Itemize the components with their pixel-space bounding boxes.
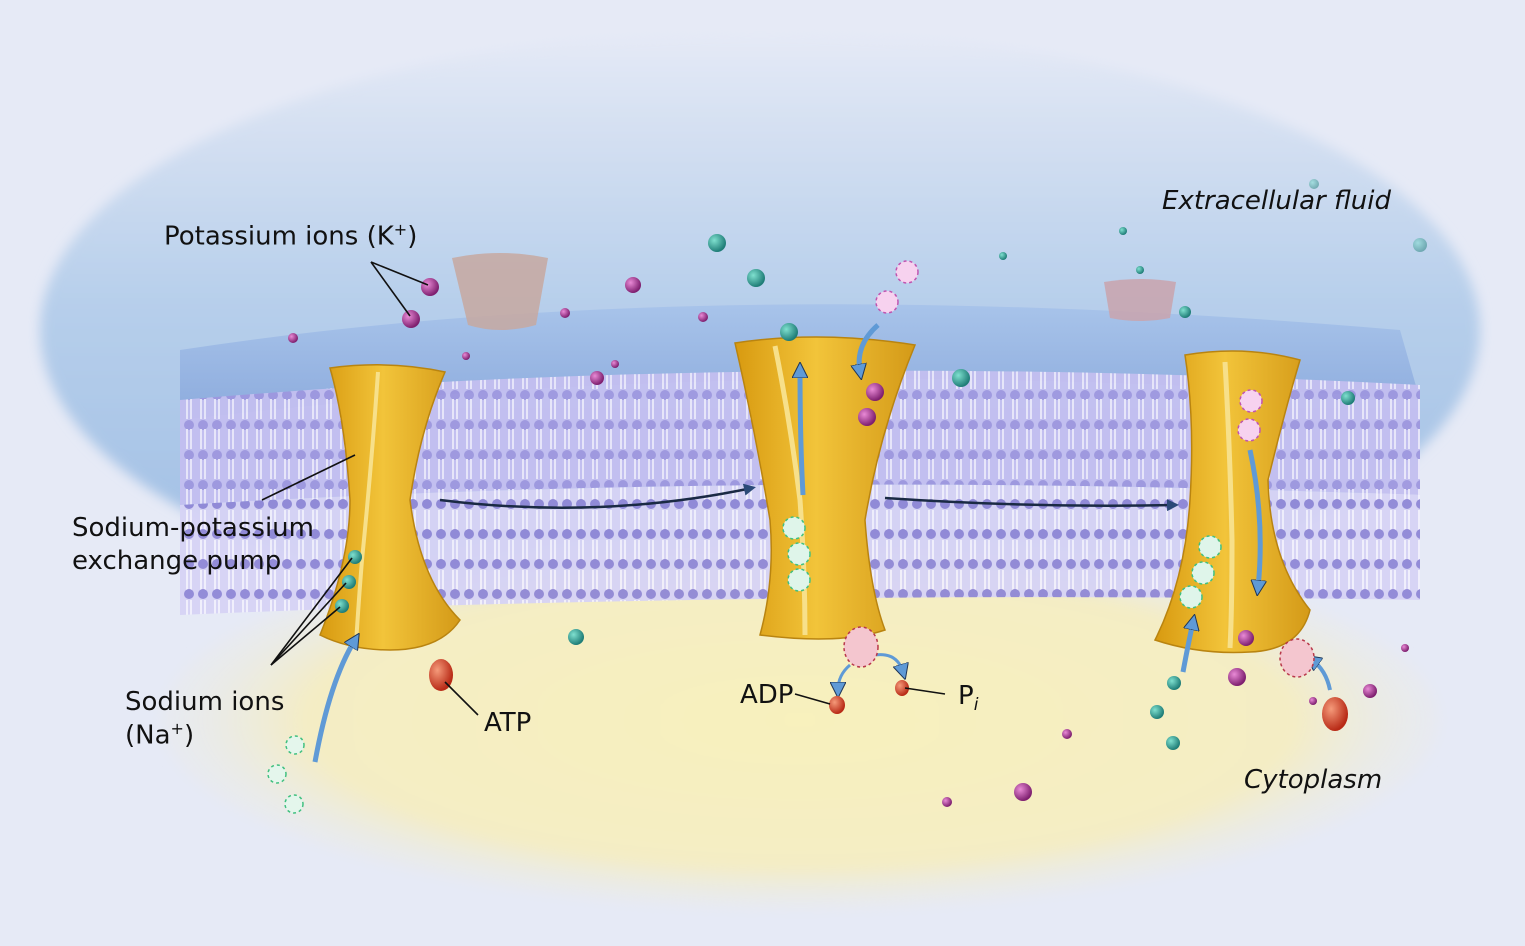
channel-protein-right bbox=[1104, 279, 1176, 321]
phosphate-label-sub: i bbox=[973, 695, 979, 716]
cytoplasm-region bbox=[160, 530, 1440, 910]
binding-sites bbox=[267, 260, 1315, 814]
sodium-label-line1: Sodium ions bbox=[125, 687, 285, 717]
pump-label-line1: Sodium-potassium bbox=[72, 513, 314, 543]
phosphate-label: Pi bbox=[958, 680, 978, 716]
sodium-binding-arrow bbox=[1180, 622, 1193, 673]
sodium-label-close: ) bbox=[183, 720, 195, 751]
pump-label: Sodium-potassium exchange pump bbox=[72, 512, 314, 577]
potassium-entry-arrow bbox=[859, 323, 880, 372]
leader-lines bbox=[261, 261, 946, 716]
sodium-ions-label: Sodium ions (Na+) bbox=[125, 686, 284, 752]
pump-label-line2: exchange pump bbox=[72, 545, 282, 576]
sodium-exit-arrow bbox=[800, 370, 803, 496]
potassium-label-sup: + bbox=[393, 220, 408, 239]
potassium-label-close: ) bbox=[407, 221, 418, 252]
phosphate-label-main: P bbox=[958, 681, 974, 711]
adp-release-arrow bbox=[838, 663, 851, 690]
atp-label: ATP bbox=[484, 708, 532, 738]
phosphate-molecule bbox=[895, 680, 909, 696]
adp-molecule bbox=[829, 696, 845, 714]
process-arrow-1 bbox=[439, 483, 756, 509]
channel-protein-left bbox=[452, 253, 548, 330]
sodium-entry-arrow bbox=[312, 640, 355, 763]
potassium-ions bbox=[288, 277, 1409, 807]
atp-binding-arrow bbox=[1312, 660, 1332, 691]
atp-molecule-2 bbox=[1322, 697, 1348, 731]
cytoplasm-label: Cytoplasm bbox=[1244, 765, 1383, 795]
potassium-release-arrow bbox=[1247, 449, 1260, 588]
potassium-ions-label: Potassium ions (K+) bbox=[164, 220, 417, 253]
potassium-label-text: Potassium ions (K bbox=[164, 221, 394, 252]
extracellular-fluid-label: Extracellular fluid bbox=[1162, 186, 1391, 216]
sodium-ions bbox=[335, 179, 1427, 750]
sodium-label-sup: + bbox=[170, 718, 184, 738]
sodium-label-na: (Na bbox=[125, 720, 171, 751]
process-arrow-2 bbox=[884, 496, 1179, 512]
adp-label: ADP bbox=[740, 680, 794, 710]
sodium-label-line2: (Na+) bbox=[125, 719, 284, 752]
pi-release-arrow bbox=[874, 653, 903, 672]
